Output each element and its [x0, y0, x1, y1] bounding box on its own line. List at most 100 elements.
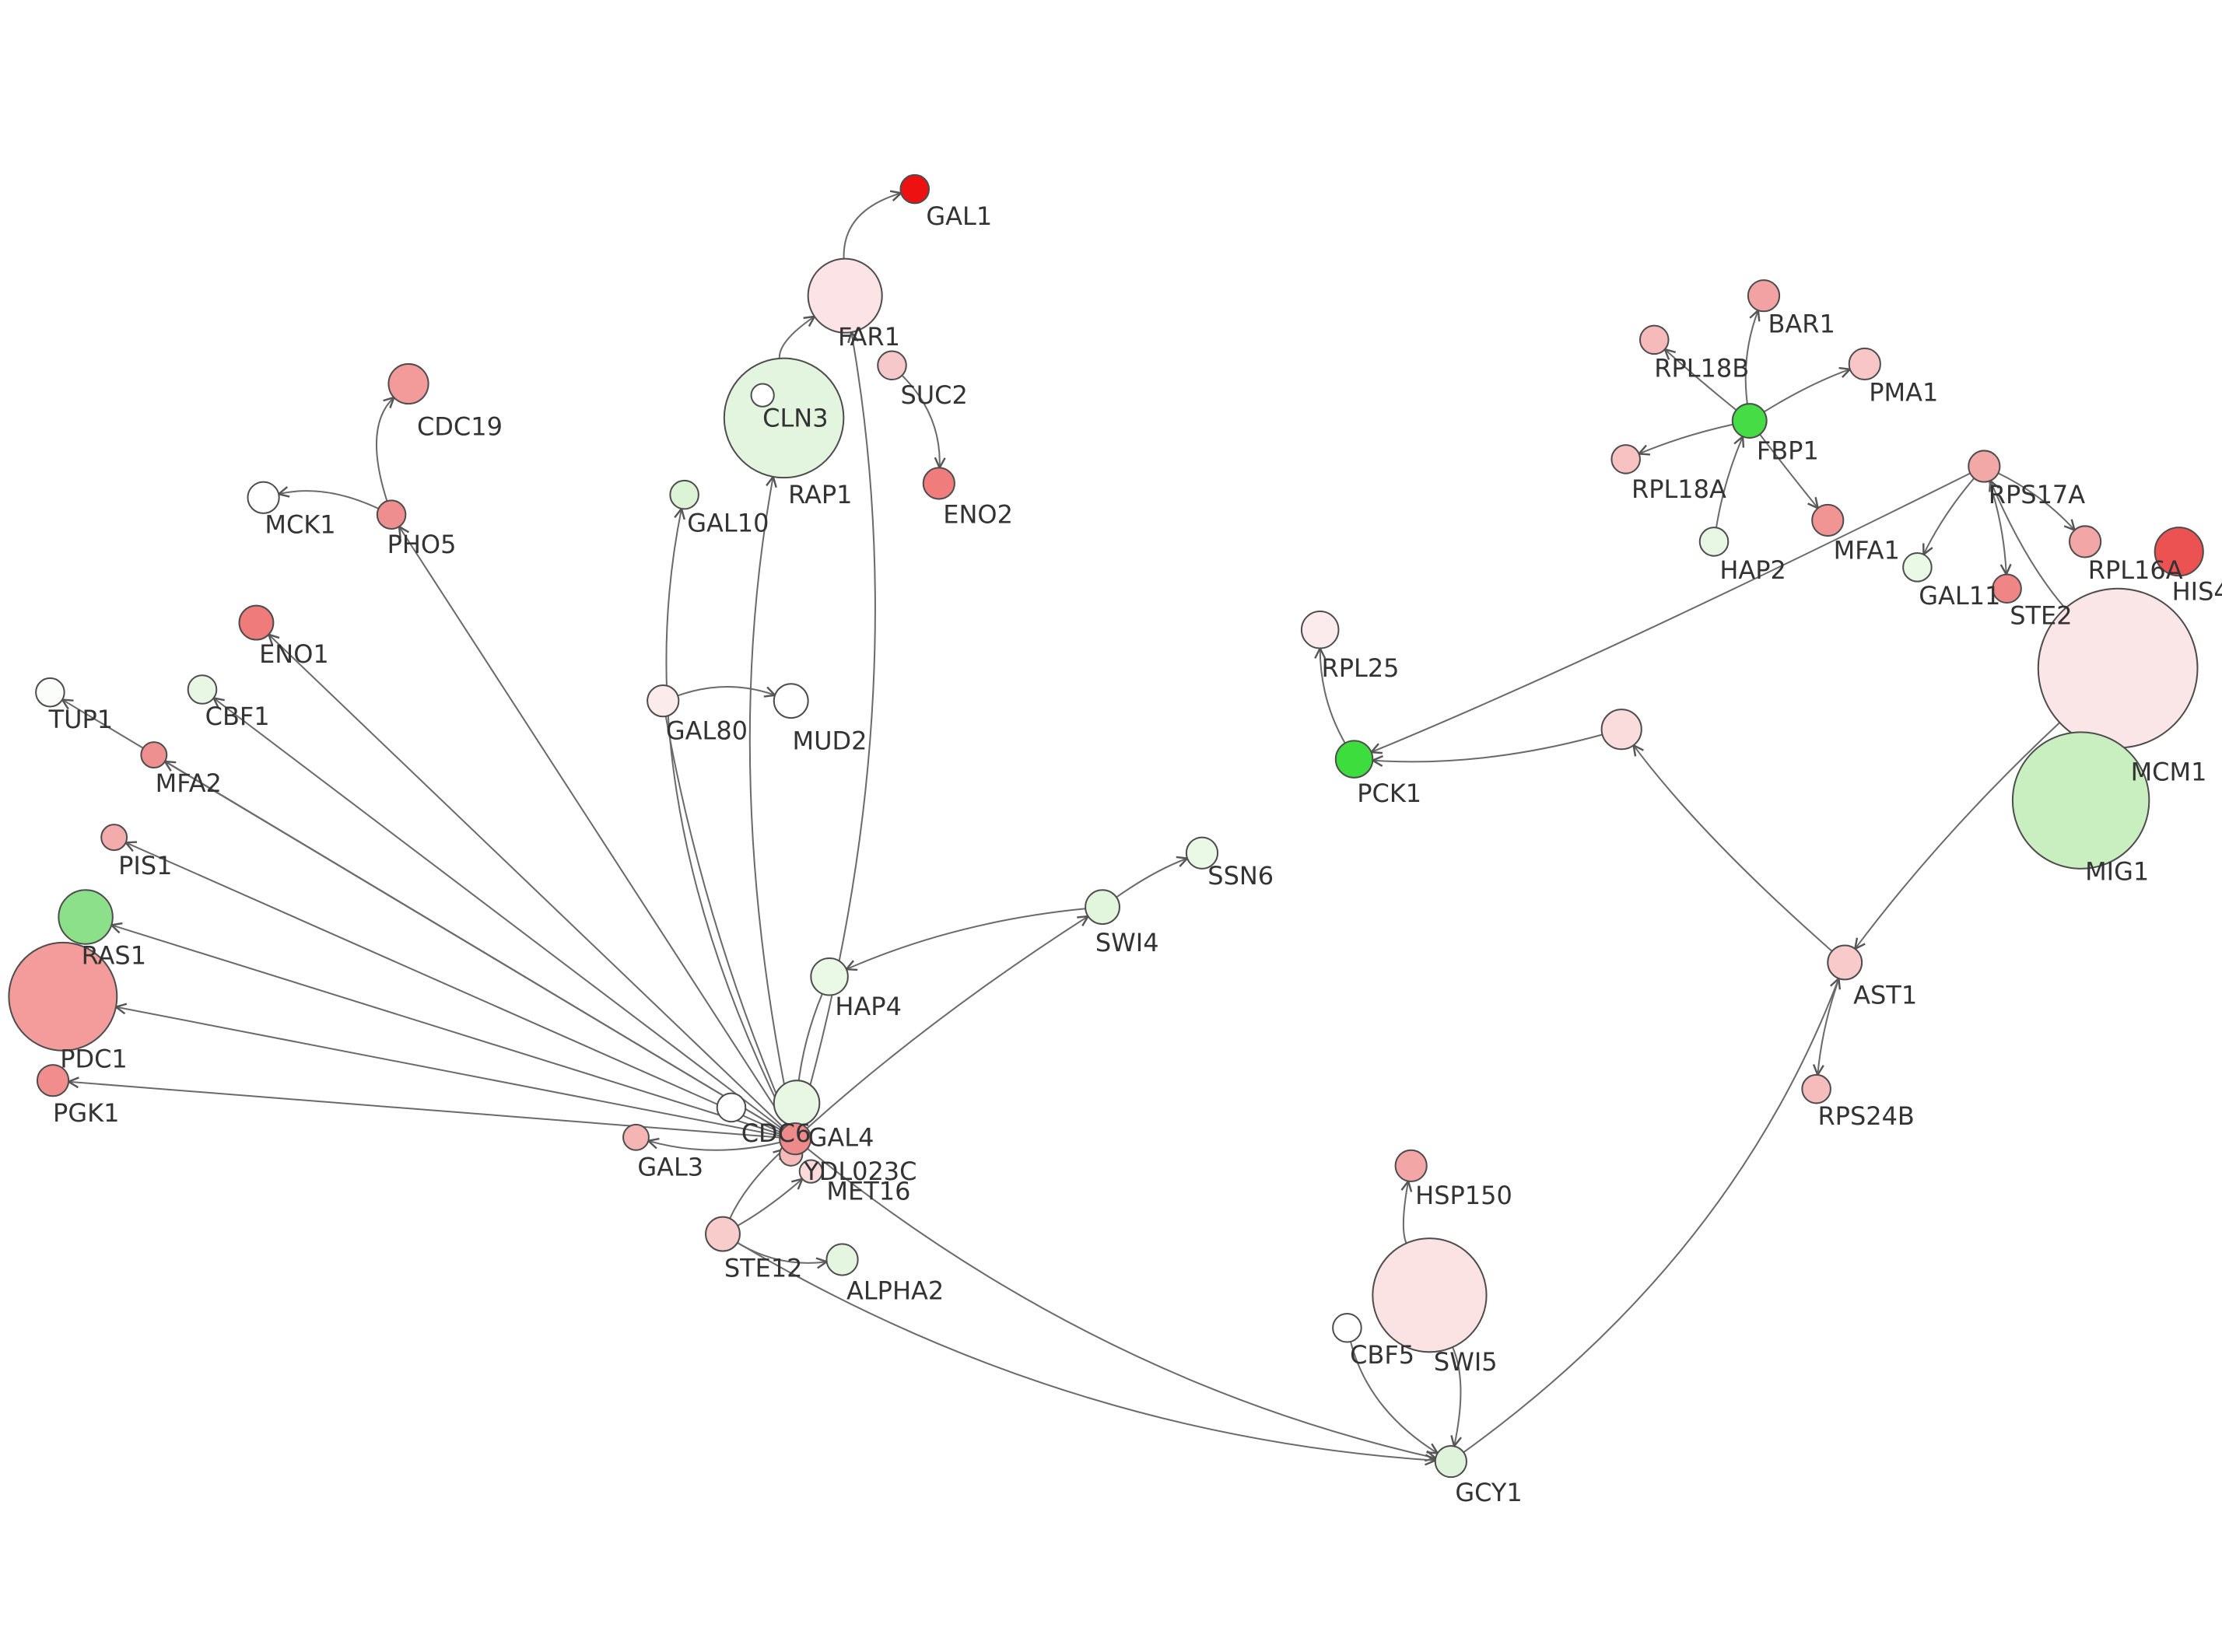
node-ALPHA2[interactable] [825, 1243, 859, 1276]
edge-AST1-RPS24B[interactable] [1817, 978, 1840, 1075]
node-RPL18A[interactable] [1610, 444, 1641, 474]
node-RPS17A[interactable] [1968, 450, 2001, 483]
edge-AST1-N25[interactable] [1634, 745, 1833, 952]
node-N25[interactable] [1600, 709, 1642, 751]
edge-GAL4-FAR1[interactable] [798, 332, 876, 1125]
edge-GAL4-ENO1[interactable] [268, 635, 785, 1129]
node-PCK1[interactable] [1334, 740, 1374, 779]
edge-PHO5-MCK1[interactable] [279, 491, 379, 509]
edge-PCK1-RPL25[interactable] [1320, 649, 1346, 744]
node-RAS1[interactable] [58, 889, 114, 945]
node-RAP1[interactable] [750, 383, 775, 408]
edge-GAL4-SWI4[interactable] [806, 916, 1088, 1129]
edge-GAL4-RAS1[interactable] [111, 925, 781, 1136]
node-GAL11[interactable] [1902, 552, 1933, 583]
node-N47[interactable] [716, 1092, 747, 1123]
edge-SWI4-HAP4[interactable] [846, 908, 1086, 969]
edge-CLN3-FAR1[interactable] [778, 317, 815, 359]
edge-FBP1-BAR1[interactable] [1744, 310, 1758, 404]
node-SUC2[interactable] [877, 350, 907, 381]
node-CBF1[interactable] [187, 674, 218, 705]
node-MCK1[interactable] [247, 481, 280, 514]
edge-SWI4-SSN6[interactable] [1116, 859, 1187, 898]
edge-SUC2-ENO2[interactable] [901, 374, 939, 468]
edge-GAL4-GAL3[interactable] [648, 1141, 780, 1151]
node-RPS24B[interactable] [1801, 1073, 1831, 1104]
edge-GAL4-PGK1[interactable] [68, 1082, 780, 1139]
node-MIG1[interactable] [2011, 731, 2150, 870]
edge-MCM1-AST1[interactable] [1855, 722, 2061, 949]
edge-MCM1-RPS17A[interactable] [1990, 481, 2066, 609]
edge-SWI5-HSP150[interactable] [1404, 1181, 1408, 1244]
edge-GAL4-MFA2[interactable] [165, 761, 783, 1132]
edge-FBP1-RPL18A[interactable] [1639, 423, 1733, 454]
node-BAR1[interactable] [1747, 279, 1781, 313]
node-MUD2[interactable] [773, 683, 809, 719]
label-PHO5: PHO5 [387, 530, 457, 559]
edge-CBF5-GCY1[interactable] [1350, 1341, 1438, 1454]
edge-GAL4-CBF1[interactable] [214, 698, 783, 1130]
node-TUP1[interactable] [35, 677, 65, 708]
node-HIS4[interactable] [2154, 527, 2204, 577]
edge-GAL80-GAL4[interactable] [664, 716, 790, 1125]
edge-RPS17A-PCK1[interactable] [1372, 472, 1971, 753]
edge-GAL4-PIS1[interactable] [126, 842, 782, 1133]
node-FBP1[interactable] [1731, 403, 1768, 439]
node-GCY1[interactable] [1434, 1444, 1467, 1479]
edge-STE12-GCY1[interactable] [737, 1241, 1435, 1461]
node-HAP2[interactable] [1698, 527, 1730, 557]
node-ENO1[interactable] [238, 604, 275, 641]
node-CBF5[interactable] [1332, 1312, 1362, 1343]
node-RPL25[interactable] [1300, 610, 1340, 649]
node-PHO5[interactable] [376, 499, 407, 530]
edge-GAL4-PDC1[interactable] [116, 1007, 780, 1137]
node-CDC19[interactable] [387, 362, 429, 405]
node-PDC1[interactable] [8, 941, 118, 1052]
node-PGK1[interactable] [36, 1064, 70, 1097]
edge-FBP1-PMA1[interactable] [1763, 369, 1849, 413]
edge-HAP2-FBP1[interactable] [1715, 436, 1743, 528]
edge-RPS17A-STE2[interactable] [1988, 481, 2006, 575]
edge-RPS17A-RPL16A[interactable] [1997, 472, 2074, 530]
node-PMA1[interactable] [1848, 347, 1881, 381]
edge-PHO5-CDC19[interactable] [375, 397, 394, 502]
node-RPL18B[interactable] [1638, 324, 1670, 355]
node-SSN6[interactable] [1185, 836, 1219, 870]
edge-GAL4-PHO5[interactable] [399, 527, 788, 1126]
node-MFA1[interactable] [1811, 503, 1845, 537]
node-FAR1[interactable] [807, 257, 883, 334]
node-SWI5[interactable] [1372, 1237, 1488, 1353]
edge-GCY1-AST1[interactable] [1463, 978, 1838, 1454]
edge-GAL4-CLN3[interactable] [748, 477, 794, 1124]
edge-STE12-MET16[interactable] [737, 1179, 802, 1227]
edge-STE12-ALPHA2[interactable] [737, 1242, 827, 1263]
node-SWI4[interactable] [1085, 889, 1120, 926]
edge-GAL4-GAL10[interactable] [665, 509, 790, 1125]
edge-STE12-GAL4[interactable] [729, 1150, 783, 1220]
node-GAL80[interactable] [647, 684, 680, 718]
node-GAL10[interactable] [669, 479, 699, 510]
node-STE2[interactable] [1992, 573, 2022, 604]
edge-FBP1-MFA1[interactable] [1759, 433, 1818, 508]
edge-GAL4-GCY1[interactable] [807, 1148, 1435, 1458]
node-ENO2[interactable] [922, 467, 955, 500]
edge-RPS17A-GAL11[interactable] [1923, 478, 1975, 555]
node-GAL4[interactable] [779, 1122, 812, 1156]
edge-GAL80-MUD2[interactable] [677, 685, 775, 695]
label-CDC6: CDC6 [741, 1118, 811, 1148]
node-PIS1[interactable] [100, 824, 128, 852]
node-HSP150[interactable] [1394, 1149, 1428, 1182]
node-RPL16A[interactable] [2068, 525, 2102, 558]
node-MFA2[interactable] [140, 741, 168, 769]
node-MET16[interactable] [798, 1159, 823, 1184]
node-HAP4[interactable] [810, 957, 849, 996]
edge-FAR1-GAL1[interactable] [843, 193, 902, 259]
edge-N25-PCK1[interactable] [1372, 733, 1603, 762]
node-GAL3[interactable] [622, 1123, 650, 1151]
edge-FBP1-RPL18B[interactable] [1665, 349, 1737, 411]
node-AST1[interactable] [1827, 944, 1863, 981]
edge-SWI5-GCY1[interactable] [1453, 1346, 1460, 1446]
node-STE12[interactable] [705, 1216, 741, 1252]
node-GAL1[interactable] [899, 173, 931, 205]
